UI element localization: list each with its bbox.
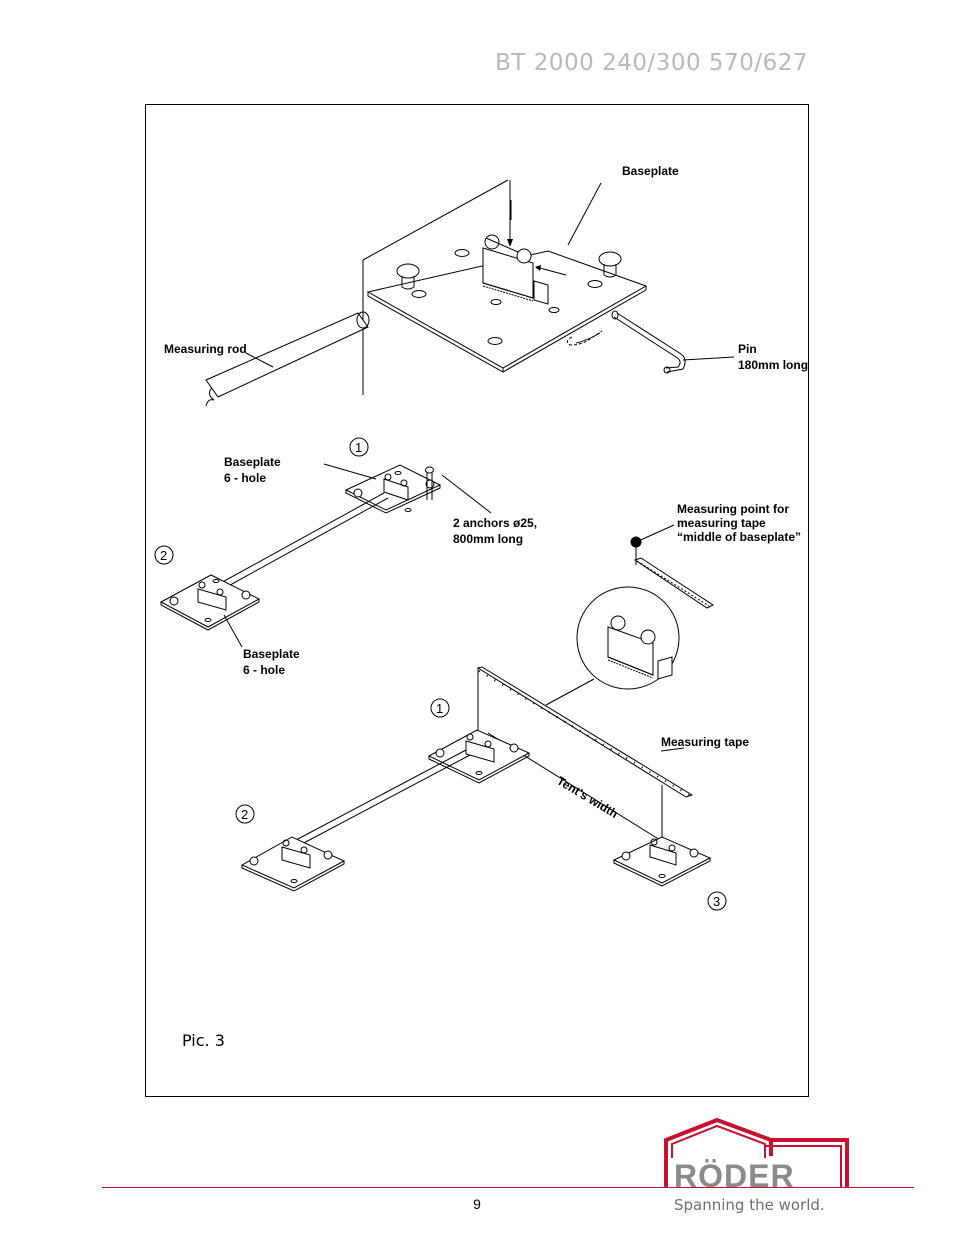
roder-logo: RÖDER Spanning the world. [664, 1118, 864, 1218]
document-title: BT 2000 240/300 570/627 [495, 50, 808, 76]
label-measuring-point-tape: measuring tape [677, 516, 766, 530]
label-baseplate-top: Baseplate [622, 164, 679, 178]
callout-1-middle: 1 [355, 440, 362, 455]
label-measuring-tape: Measuring tape [661, 735, 749, 749]
callout-1-bottom: 1 [436, 701, 443, 716]
assembly-drawing: Baseplate Measuring rod Pin 180mm long [154, 164, 808, 911]
middle-assembly-drawing [154, 437, 715, 706]
callout-2-bottom: 2 [241, 807, 248, 822]
label-pin-length: 180mm long [738, 358, 808, 372]
label-anchors-length: 800mm long [453, 532, 523, 546]
label-measuring-point-middle: “middle of baseplate” [677, 530, 801, 544]
logo-wordmark: RÖDER [674, 1158, 795, 1194]
label-measuring-point: Measuring point for [677, 502, 789, 516]
label-pin: Pin [738, 342, 757, 356]
callout-3-bottom: 3 [713, 894, 720, 909]
label-tent-width: Tent's width [554, 774, 620, 821]
label-baseplate-2-holes: 6 - hole [243, 663, 285, 677]
picture-caption: Pic. 3 [182, 1031, 225, 1050]
figure-frame: Baseplate Measuring rod Pin 180mm long [145, 104, 809, 1097]
footer-divider [102, 1187, 914, 1188]
label-anchors: 2 anchors ø25, [453, 516, 537, 530]
label-baseplate-1-holes: 6 - hole [224, 471, 266, 485]
slogan: Spanning the world. [674, 1196, 825, 1214]
bottom-assembly-drawing [235, 666, 727, 911]
page-number: 9 [473, 1196, 481, 1212]
top-baseplate-drawing [205, 179, 735, 407]
label-baseplate-1: Baseplate [224, 455, 281, 469]
callout-2-middle: 2 [160, 548, 167, 563]
label-measuring-rod: Measuring rod [164, 342, 247, 356]
label-baseplate-2: Baseplate [243, 647, 300, 661]
tent-roof-logo-icon: RÖDER [664, 1118, 849, 1194]
